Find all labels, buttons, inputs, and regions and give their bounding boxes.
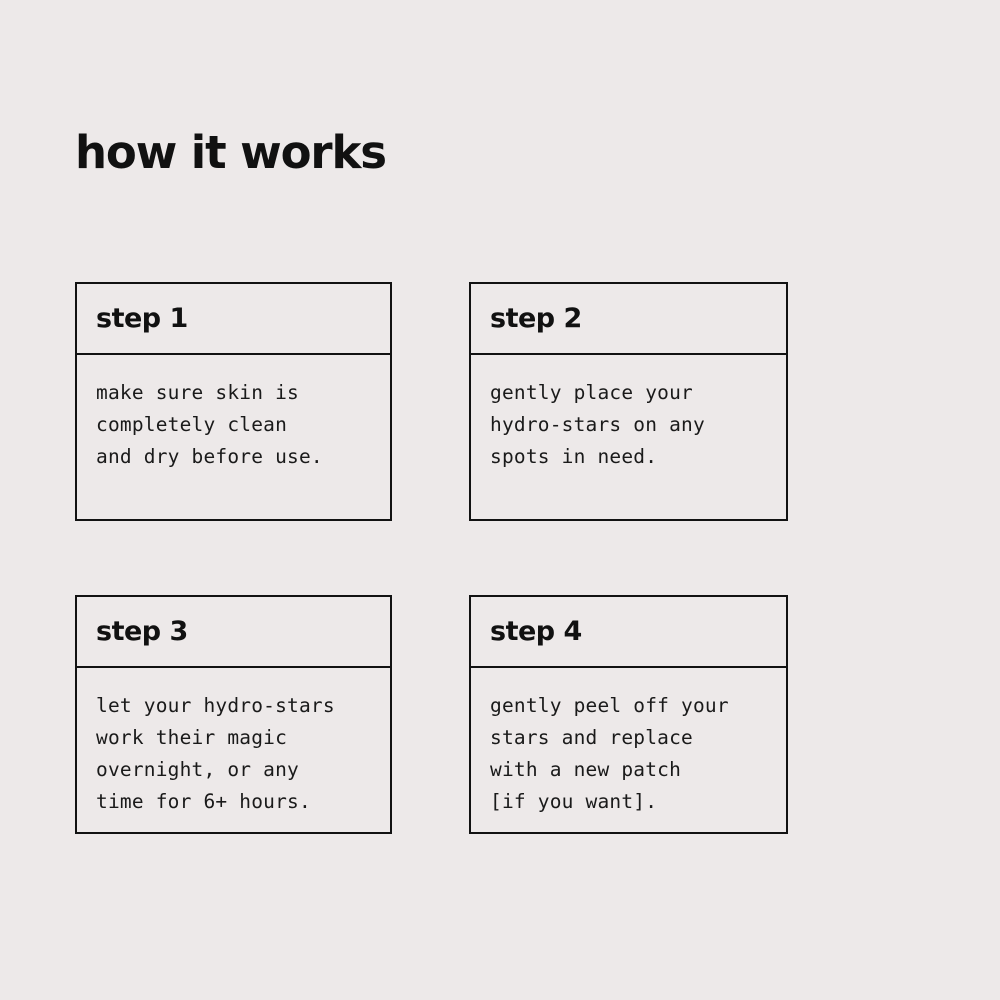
- page-title: how it works: [75, 126, 387, 180]
- step-card-2-header: step 2: [471, 284, 786, 355]
- step-card-1-body-line: make sure skin is: [96, 381, 299, 404]
- step-card-4-header: step 4: [471, 597, 786, 668]
- step-card-3-header: step 3: [77, 597, 390, 668]
- step-card-4-body-line: gently peel off your: [490, 694, 729, 717]
- step-card-4-body-line: stars and replace: [490, 726, 693, 749]
- step-card-3-body-line: overnight, or any: [96, 758, 299, 781]
- step-card-2-body: gently place your hydro-stars on any spo…: [471, 355, 786, 473]
- step-card-3: step 3 let your hydro-stars work their m…: [75, 595, 392, 834]
- step-card-4: step 4 gently peel off your stars and re…: [469, 595, 788, 834]
- step-card-3-body-line: let your hydro-stars: [96, 694, 335, 717]
- step-card-4-body: gently peel off your stars and replace w…: [471, 668, 786, 818]
- step-card-1-header: step 1: [77, 284, 390, 355]
- step-card-4-body-line: with a new patch: [490, 758, 682, 781]
- step-card-4-header-label: step 4: [490, 616, 582, 647]
- step-card-1-body-line: completely clean: [96, 413, 288, 436]
- step-card-3-header-label: step 3: [96, 616, 188, 647]
- step-card-4-body-line: [if you want].: [490, 790, 658, 813]
- step-card-1-body: make sure skin is completely clean and d…: [77, 355, 390, 473]
- step-card-3-body-line: time for 6+ hours.: [96, 790, 311, 813]
- step-card-3-body-line: work their magic: [96, 726, 288, 749]
- step-card-2-body-line: hydro-stars on any: [490, 413, 705, 436]
- step-card-2: step 2 gently place your hydro-stars on …: [469, 282, 788, 521]
- step-card-2-header-label: step 2: [490, 303, 582, 334]
- step-card-2-body-line: spots in need.: [490, 445, 658, 468]
- step-card-1: step 1 make sure skin is completely clea…: [75, 282, 392, 521]
- step-card-1-header-label: step 1: [96, 303, 188, 334]
- step-card-2-body-line: gently place your: [490, 381, 693, 404]
- step-card-3-body: let your hydro-stars work their magic ov…: [77, 668, 390, 818]
- step-card-1-body-line: and dry before use.: [96, 445, 323, 468]
